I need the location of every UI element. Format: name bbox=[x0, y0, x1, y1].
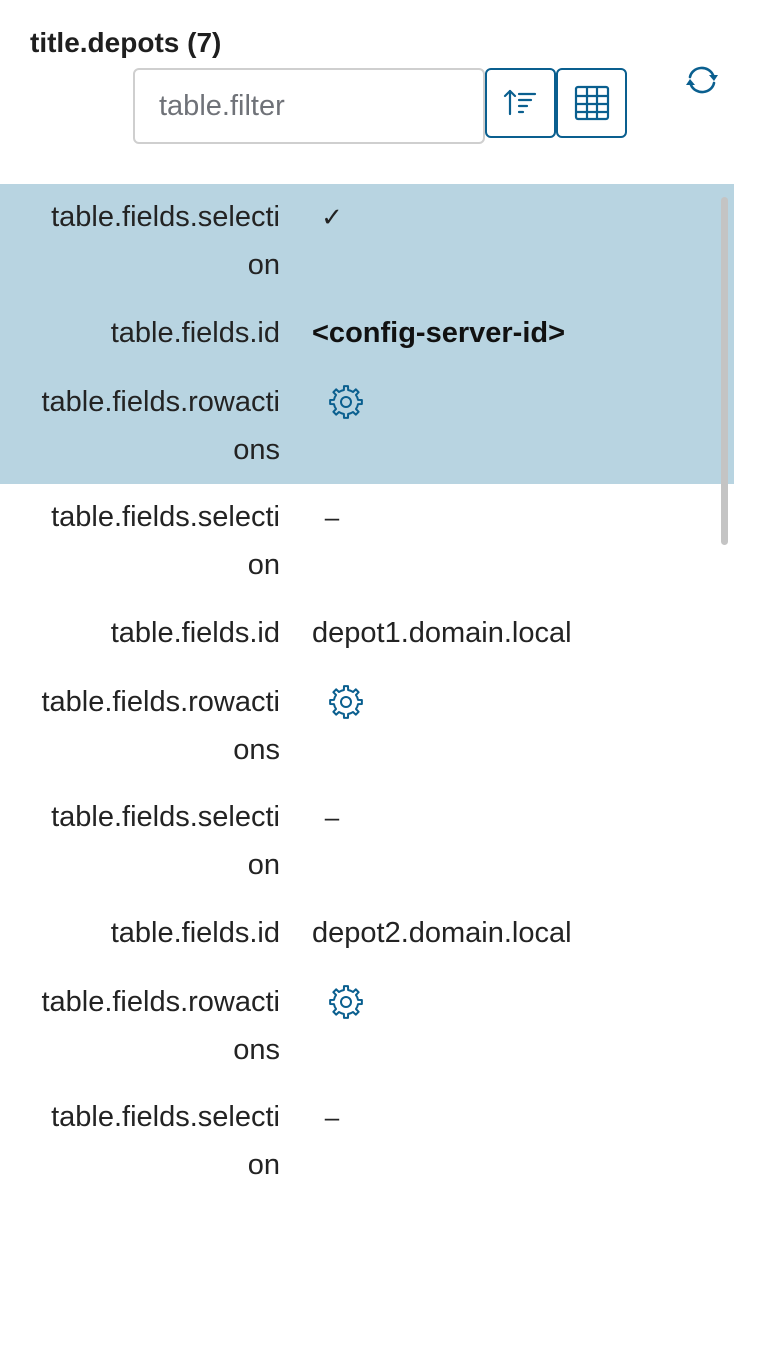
selection-label: table.fields.selecti on bbox=[0, 1093, 280, 1189]
check-icon[interactable]: ✓ bbox=[321, 202, 343, 232]
rowactions-label: table.fields.rowacti ons bbox=[0, 678, 280, 774]
gear-icon bbox=[329, 385, 363, 419]
gear-icon bbox=[329, 685, 363, 719]
selection-field: table.fields.selecti on ✓ bbox=[0, 184, 734, 298]
rowactions-label: table.fields.rowacti ons bbox=[0, 378, 280, 474]
gear-outline bbox=[329, 985, 363, 1019]
id-value: depot1.domain.local bbox=[312, 617, 572, 649]
id-field: table.fields.id depot2.domain.local bbox=[0, 898, 734, 968]
sort-ascending-icon bbox=[503, 89, 536, 116]
label-part: table.fields.rowacti bbox=[41, 386, 280, 418]
selection-value[interactable]: – bbox=[280, 793, 734, 841]
sort-button[interactable] bbox=[485, 68, 556, 138]
gear-outline bbox=[329, 385, 363, 419]
rowactions-value bbox=[280, 678, 734, 735]
row-actions-button[interactable] bbox=[326, 378, 366, 426]
id-field: table.fields.id depot1.domain.local bbox=[0, 598, 734, 668]
table-columns-icon bbox=[574, 85, 609, 121]
label-part: table.fields.selecti bbox=[51, 201, 280, 233]
depots-table: table.fields.selecti on ✓ table.fields.id… bbox=[0, 184, 734, 1362]
refresh-button[interactable] bbox=[682, 60, 722, 100]
table-row[interactable]: table.fields.selecti on – table.fields.id… bbox=[0, 484, 734, 784]
selection-value[interactable]: – bbox=[280, 1093, 734, 1141]
gear-outline bbox=[329, 685, 363, 719]
unchecked-dash-icon[interactable]: – bbox=[324, 802, 340, 832]
id-label: table.fields.id bbox=[110, 917, 280, 949]
id-label: table.fields.id bbox=[110, 617, 280, 649]
selection-label: table.fields.selecti on bbox=[0, 793, 280, 889]
rowactions-field: table.fields.rowacti ons bbox=[0, 968, 734, 1084]
unchecked-dash-icon[interactable]: – bbox=[324, 502, 340, 532]
selection-value[interactable]: ✓ bbox=[280, 193, 734, 241]
table-row[interactable]: table.fields.selecti on – bbox=[0, 1084, 734, 1198]
label-part: on bbox=[247, 1149, 280, 1181]
table-row[interactable]: table.fields.selecti on ✓ table.fields.id… bbox=[0, 184, 734, 484]
label-part: ons bbox=[233, 434, 280, 466]
rowactions-field: table.fields.rowacti ons bbox=[0, 668, 734, 784]
selection-field: table.fields.selecti on – bbox=[0, 784, 734, 898]
gear-center bbox=[340, 396, 352, 408]
label-part: table.fields.selecti bbox=[51, 801, 280, 833]
row-actions-button[interactable] bbox=[326, 678, 366, 726]
selection-label: table.fields.selecti on bbox=[0, 193, 280, 289]
label-part: ons bbox=[233, 1034, 280, 1066]
gear-icon bbox=[329, 985, 363, 1019]
label-part: table.fields.rowacti bbox=[41, 986, 280, 1018]
gear-center bbox=[340, 696, 352, 708]
label-part: table.fields.selecti bbox=[51, 501, 280, 533]
label-part: table.fields.rowacti bbox=[41, 686, 280, 718]
gear-center bbox=[340, 996, 352, 1008]
row-actions-button[interactable] bbox=[326, 978, 366, 1026]
selection-label: table.fields.selecti on bbox=[0, 493, 280, 589]
selection-field: table.fields.selecti on – bbox=[0, 1084, 734, 1198]
rowactions-value bbox=[280, 978, 734, 1035]
page-title: title.depots (7) bbox=[30, 27, 222, 58]
scrollbar[interactable] bbox=[721, 197, 728, 545]
label-part: on bbox=[247, 249, 280, 281]
rowactions-label: table.fields.rowacti ons bbox=[0, 978, 280, 1074]
label-part: table.fields.selecti bbox=[51, 1101, 280, 1133]
table-row[interactable]: table.fields.selecti on – table.fields.id… bbox=[0, 784, 734, 1084]
label-part: on bbox=[247, 549, 280, 581]
id-label: table.fields.id bbox=[110, 317, 280, 349]
rowactions-field: table.fields.rowacti ons bbox=[0, 368, 734, 484]
label-part: on bbox=[247, 849, 280, 881]
label-part: ons bbox=[233, 734, 280, 766]
selection-field: table.fields.selecti on – bbox=[0, 484, 734, 598]
id-field: table.fields.id <config-server-id> bbox=[0, 298, 734, 368]
id-value: <config-server-id> bbox=[312, 317, 566, 349]
rowactions-value bbox=[280, 378, 734, 435]
refresh-icon bbox=[686, 66, 718, 94]
unchecked-dash-icon[interactable]: – bbox=[324, 1102, 340, 1132]
filter-input[interactable] bbox=[133, 68, 485, 144]
columns-button[interactable] bbox=[556, 68, 627, 138]
id-value: depot2.domain.local bbox=[312, 917, 572, 949]
selection-value[interactable]: – bbox=[280, 493, 734, 541]
